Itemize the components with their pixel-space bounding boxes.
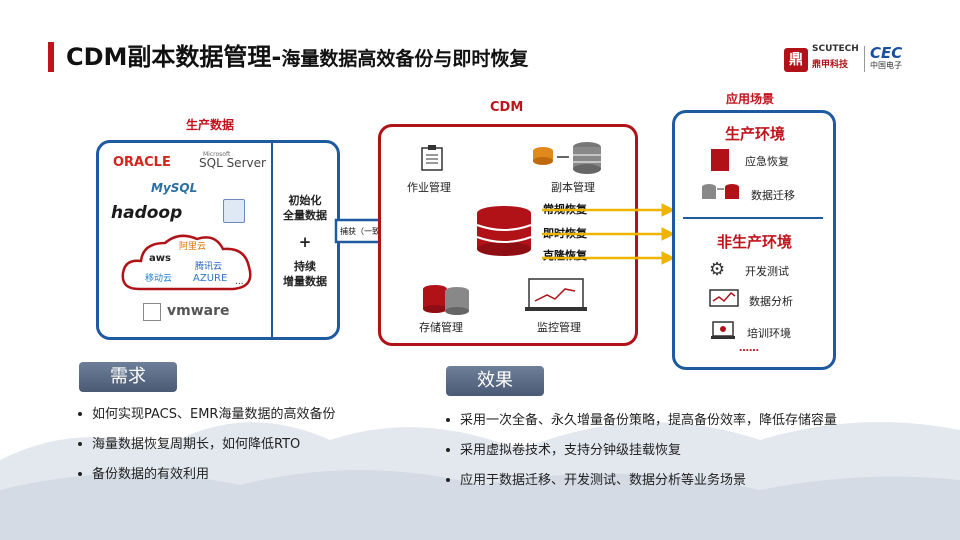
copy-management-label: 副本管理 [551, 181, 595, 194]
hadoop-logo: hadoop [111, 203, 183, 223]
scutech-cn-name: 鼎甲科技 [812, 60, 849, 70]
job-document-icon [421, 145, 443, 171]
oracle-logo: ORACLE [113, 155, 171, 170]
sqlserver-logo: SQL Server [199, 156, 266, 170]
storage-device-icon [223, 199, 245, 223]
azure-logo: AZURE [193, 273, 228, 284]
mysql-logo: MySQL [151, 181, 198, 195]
list-item: 采用一次全备、永久增量备份策略，提高备份效率，降低存储容量 [446, 410, 837, 440]
list-item: 备份数据的有效利用 [78, 464, 335, 494]
microsoft-small-text: Microsoft [203, 151, 231, 158]
data-migration-label: 数据迁移 [751, 189, 795, 202]
vmware-icon [143, 303, 161, 321]
cloud-more-ellipsis: ... [235, 277, 244, 287]
training-env-label: 培训环境 [747, 327, 791, 340]
list-item: 采用虚拟卷技术，支持分钟级挂载恢复 [446, 440, 837, 470]
scenarios-ellipsis: …… [739, 343, 759, 354]
needs-tag: 需求 [79, 362, 177, 392]
emergency-recovery-icon [711, 149, 729, 171]
cec-name: CEC [870, 44, 903, 62]
company-logo: 鼎 SCUTECH 鼎甲科技 CEC 中国电子 [784, 44, 944, 74]
app-scenarios-panel: 生产环境 应急恢复 数据迁移 非生产环境 ⚙ 开发测试 数据分析 培训环境 …… [672, 110, 836, 370]
cdm-label: CDM [490, 100, 524, 115]
env-divider [683, 217, 823, 219]
copy-database-icon [533, 142, 601, 174]
training-icon [711, 321, 735, 339]
continuous-incremental-data-label: 持续增量数据 [283, 260, 327, 288]
list-item: 海量数据恢复周期长，如何降低RTO [78, 434, 335, 464]
cloud-icon [121, 234, 252, 291]
job-management-label: 作业管理 [407, 181, 451, 194]
needs-list: 如何实现PACS、EMR海量数据的高效备份 海量数据恢复周期长，如何降低RTO … [78, 404, 335, 494]
panel-divider [271, 143, 273, 337]
page-title: CDM副本数据管理-海量数据高效备份与即时恢复 [66, 43, 529, 71]
monitor-management-label: 监控管理 [537, 321, 581, 334]
scutech-logo-icon: 鼎 [784, 48, 808, 72]
list-item: 应用于数据迁移、开发测试、数据分析等业务场景 [446, 470, 837, 500]
production-env-title: 生产环境 [725, 125, 786, 143]
recovery-arrows [542, 203, 676, 265]
central-database-icon [476, 206, 532, 256]
data-migration-icon [702, 184, 739, 199]
cec-cn-name: 中国电子 [870, 61, 902, 70]
logo-divider [864, 46, 865, 72]
non-production-env-title: 非生产环境 [717, 233, 793, 251]
initial-full-data-label: 初始化全量数据 [283, 194, 327, 222]
monitor-chart-icon [525, 278, 587, 311]
data-analysis-label: 数据分析 [749, 295, 793, 308]
aliyun-logo: 阿里云 [179, 242, 207, 252]
scutech-name: SCUTECH [812, 44, 859, 54]
emergency-recovery-label: 应急恢复 [745, 155, 789, 168]
storage-database-icon [423, 285, 469, 315]
production-data-panel: ORACLE Microsoft SQL Server MySQL hadoop… [96, 140, 340, 340]
data-analysis-icon [709, 289, 739, 307]
storage-management-label: 存储管理 [419, 321, 463, 334]
list-item: 如何实现PACS、EMR海量数据的高效备份 [78, 404, 335, 434]
effects-list: 采用一次全备、永久增量备份策略，提高备份效率，降低存储容量 采用虚拟卷技术，支持… [446, 410, 837, 500]
effects-tag: 效果 [446, 366, 544, 396]
vmware-logo: vmware [167, 303, 230, 319]
mobile-cloud-logo: 移动云 [145, 274, 173, 284]
tencent-cloud-logo: 腾讯云 [195, 262, 223, 272]
plus-sign: + [298, 233, 312, 251]
aws-logo: aws [149, 253, 171, 264]
title-accent-bar [48, 42, 54, 72]
app-scenarios-label: 应用场景 [726, 92, 775, 106]
gear-icon: ⚙ [709, 259, 726, 280]
production-data-label: 生产数据 [186, 118, 235, 132]
dev-test-label: 开发测试 [745, 265, 789, 278]
